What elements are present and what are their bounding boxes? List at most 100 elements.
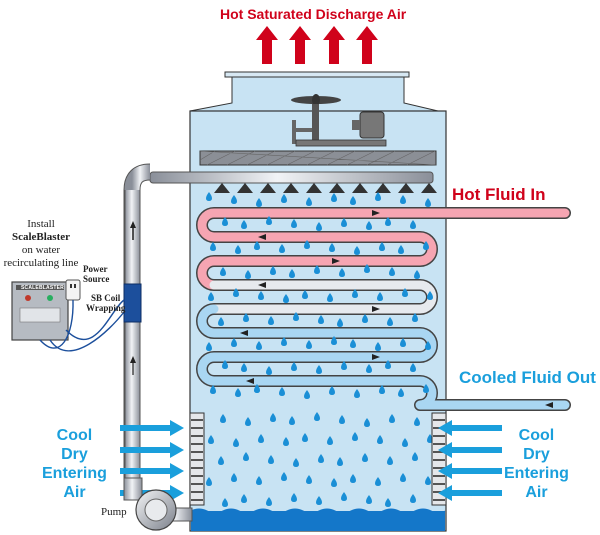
left-air-line-1: Cool — [56, 427, 93, 444]
water-droplet — [331, 193, 337, 202]
coil-flow-arrows — [240, 210, 553, 408]
water-droplet — [270, 266, 276, 275]
spray-header — [149, 171, 437, 193]
water-droplet — [366, 364, 372, 373]
water-droplet — [425, 198, 431, 207]
water-droplet — [402, 288, 408, 297]
water-droplet — [220, 267, 226, 276]
water-droplet — [306, 475, 312, 484]
water-droplet — [339, 268, 345, 277]
water-droplet — [218, 317, 224, 326]
water-droplet — [208, 435, 214, 444]
water-droplet — [410, 363, 416, 372]
water-droplet — [254, 241, 260, 250]
right-air-line-1: Cool — [518, 427, 555, 444]
water-droplet — [243, 313, 249, 322]
power-source-line-2: Source — [83, 274, 110, 284]
water-droplet — [329, 386, 335, 395]
water-droplet — [423, 241, 429, 250]
drift-eliminator — [199, 150, 437, 166]
water-droplet — [337, 318, 343, 327]
sb-coil-wrapping — [123, 283, 142, 323]
install-note-line-4: recirculating line — [3, 257, 79, 269]
water-droplet — [281, 194, 287, 203]
right-air-label: Cool Dry Entering Air — [504, 426, 569, 502]
basin-water — [190, 508, 446, 531]
water-droplet — [352, 432, 358, 441]
water-droplet — [427, 291, 433, 300]
water-droplets — [206, 192, 433, 507]
water-droplet — [233, 438, 239, 447]
water-droplet — [375, 342, 381, 351]
water-droplet — [341, 361, 347, 370]
water-droplet — [341, 492, 347, 501]
water-droplet — [206, 342, 212, 351]
discharge-air-title: Hot Saturated Discharge Air — [220, 6, 407, 22]
power-source-line-1: Power — [83, 264, 108, 274]
pump-label: Pump — [101, 506, 127, 518]
water-droplet — [366, 221, 372, 230]
water-droplet — [327, 293, 333, 302]
sb-coil-label: SB Coil Wrapping — [86, 293, 125, 313]
water-droplet — [283, 294, 289, 303]
water-droplet — [318, 454, 324, 463]
water-droplet — [389, 267, 395, 276]
water-droplet — [291, 493, 297, 502]
water-droplet — [425, 341, 431, 350]
water-droplet — [206, 477, 212, 486]
scaleblaster-cables — [39, 299, 125, 352]
right-air-line-4: Air — [525, 484, 548, 501]
water-droplet — [222, 217, 228, 226]
water-droplet — [339, 415, 345, 424]
water-droplet — [241, 494, 247, 503]
water-droplet — [398, 245, 404, 254]
water-droplet — [281, 337, 287, 346]
water-droplet — [379, 242, 385, 251]
water-droplet — [270, 413, 276, 422]
water-droplet — [289, 269, 295, 278]
left-air-line-2: Dry — [61, 446, 88, 463]
water-droplet — [377, 435, 383, 444]
left-louver — [189, 412, 205, 506]
water-droplet — [414, 417, 420, 426]
water-droplet — [245, 417, 251, 426]
water-droplet — [352, 289, 358, 298]
water-droplet — [235, 388, 241, 397]
power-outlet — [65, 279, 81, 301]
water-droplet — [233, 288, 239, 297]
water-droplet — [354, 246, 360, 255]
water-droplet — [231, 195, 237, 204]
left-air-line-4: Air — [63, 484, 86, 501]
water-droplet — [377, 292, 383, 301]
install-note-line-3: on water — [21, 244, 61, 256]
water-droplet — [385, 217, 391, 226]
right-air-arrows — [438, 420, 502, 501]
water-droplet — [412, 313, 418, 322]
water-droplet — [258, 291, 264, 300]
water-droplet — [350, 474, 356, 483]
water-droplet — [318, 315, 324, 324]
water-droplet — [289, 416, 295, 425]
water-droplet — [314, 265, 320, 274]
water-droplet — [425, 476, 431, 485]
water-droplet — [389, 414, 395, 423]
recirculation-pipe — [123, 163, 151, 500]
water-droplet — [387, 317, 393, 326]
water-droplet — [400, 473, 406, 482]
water-droplet — [283, 437, 289, 446]
water-droplet — [210, 385, 216, 394]
right-louver — [431, 412, 447, 506]
water-droplet — [256, 476, 262, 485]
water-droplet — [316, 222, 322, 231]
water-droplet — [423, 384, 429, 393]
water-droplet — [400, 338, 406, 347]
water-droplet — [231, 473, 237, 482]
water-droplet — [398, 388, 404, 397]
water-droplet — [231, 338, 237, 347]
discharge-arrows — [256, 26, 378, 64]
water-droplet — [385, 360, 391, 369]
water-droplet — [210, 242, 216, 251]
water-droplet — [256, 341, 262, 350]
install-note-line-1: Install — [27, 218, 55, 230]
